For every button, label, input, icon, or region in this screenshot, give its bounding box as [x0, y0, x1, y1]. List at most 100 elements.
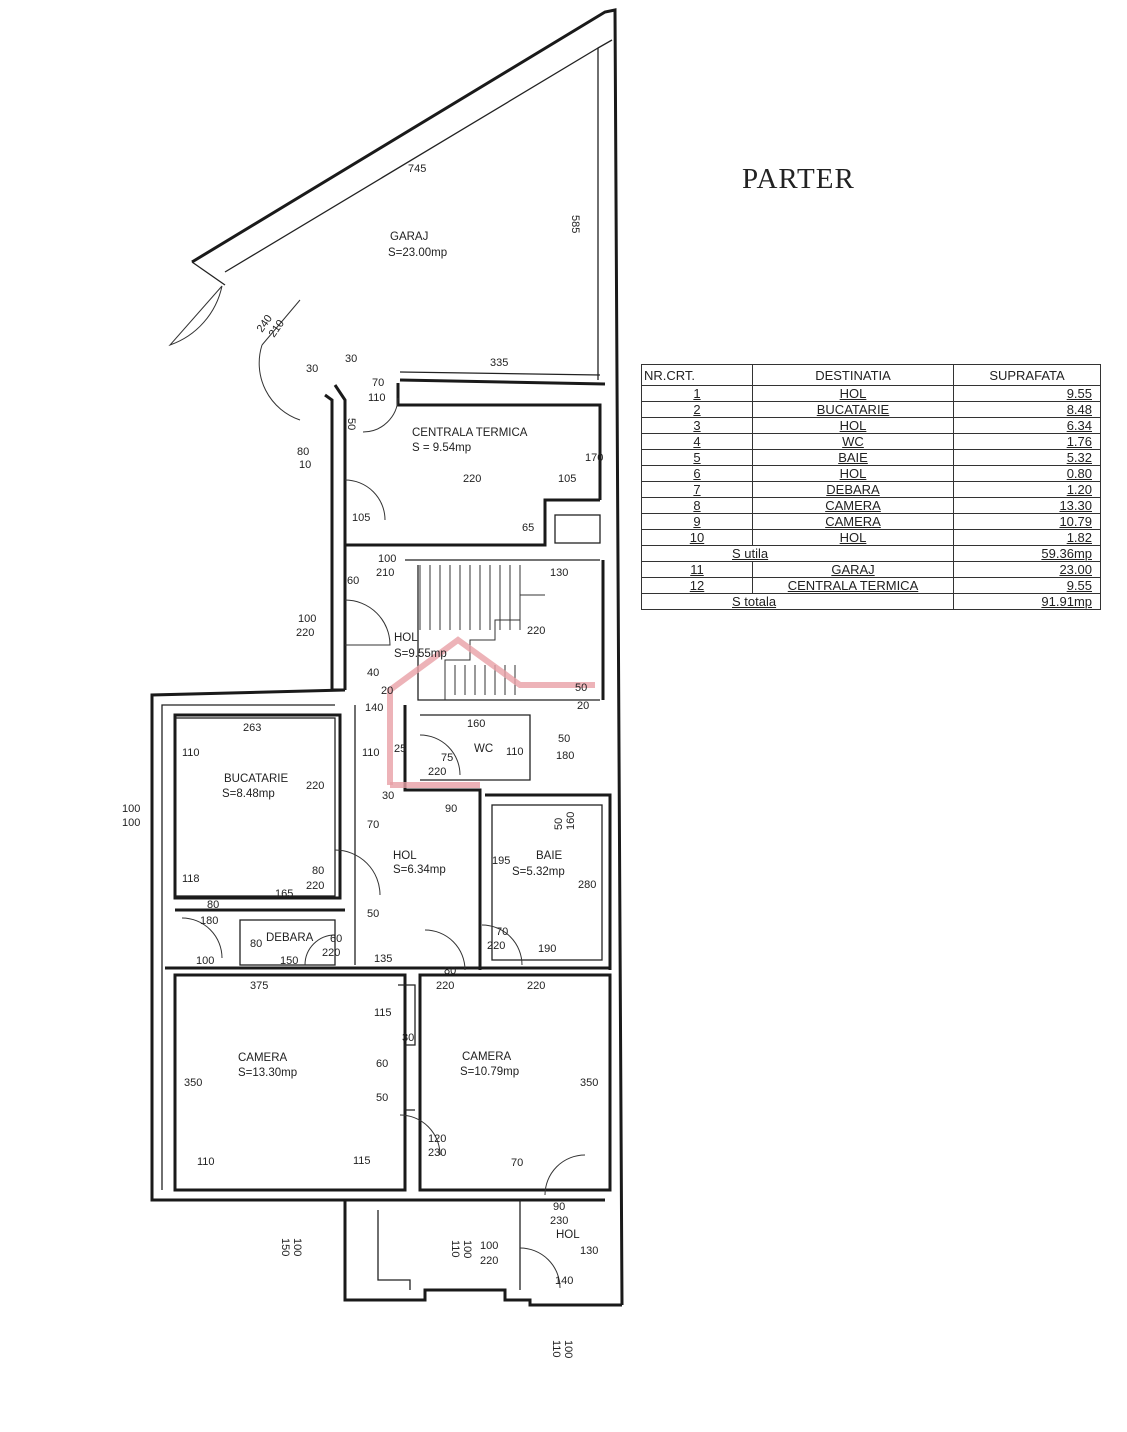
dimension-label: 160 [565, 812, 577, 830]
row-suprafata: 1.82 [953, 529, 1101, 546]
dimension-label: 50 [558, 733, 570, 745]
dimension-label: 80 [207, 899, 219, 911]
dimension-label: 30 [306, 363, 318, 375]
dimension-label: 165 [275, 888, 293, 900]
dimension-label: 70 [367, 819, 379, 831]
s-totala-label: S totala [641, 593, 954, 610]
row-destinatia: CENTRALA TERMICA [752, 577, 954, 594]
dimension-label: 110 [197, 1156, 215, 1168]
dimension-label: 65 [522, 522, 534, 534]
dimension-label: 160 [467, 718, 485, 730]
dimension-label: 130 [550, 567, 568, 579]
watermark-house-icon [387, 636, 595, 785]
dimension-label: 100 [122, 803, 140, 815]
s-utila-label: S utila [641, 545, 954, 562]
row-suprafata: 6.34 [953, 417, 1101, 434]
dimension-label: 80 [297, 446, 309, 458]
row-destinatia: HOL [752, 529, 954, 546]
dimension-label: 220 [527, 625, 545, 637]
dimension-label: 150 [280, 955, 298, 967]
dimension-label: 50 [575, 682, 587, 694]
table-row-s-totala: S totala 91.91mp [641, 593, 1101, 610]
dimension-label: 70 [511, 1157, 523, 1169]
room-baie-name: BAIE [536, 850, 563, 862]
room-debara-name: DEBARA [266, 932, 314, 944]
floor-title: PARTER [742, 163, 855, 195]
row-destinatia: HOL [752, 465, 954, 482]
dimension-label: 100 [378, 553, 396, 565]
dimension-label: 90 [553, 1201, 565, 1213]
dimension-label: 80 [444, 965, 456, 977]
dimension-label: 220 [463, 473, 481, 485]
room-bucatarie-area: S=8.48mp [222, 788, 275, 800]
dimension-label: 585 [569, 215, 581, 233]
row-suprafata: 8.48 [953, 401, 1101, 418]
dimension-label: 110 [550, 1340, 562, 1358]
dimension-label: 263 [243, 722, 261, 734]
dimension-label: 100 [562, 1340, 574, 1358]
room-baie-area: S=5.32mp [512, 866, 565, 878]
floor-plan: GARAJ S=23.00mp CENTRALA TERMICA S = 9.5… [122, 8, 624, 1358]
row-destinatia: CAMERA [752, 513, 954, 530]
dimension-label: 25 [394, 743, 406, 755]
row-nr: 9 [641, 513, 753, 530]
dimension-label: 50 [553, 818, 565, 830]
dimension-label: 110 [506, 746, 524, 758]
dimension-label: 140 [365, 702, 383, 714]
dimension-label: 30 [382, 790, 394, 802]
row-nr: 10 [641, 529, 753, 546]
room-hol3-name: HOL [393, 850, 417, 862]
room-wc-name: WC [474, 743, 493, 755]
room-camera2-name: CAMERA [462, 1051, 512, 1063]
row-suprafata: 13.30 [953, 497, 1101, 514]
row-suprafata: 9.55 [953, 385, 1101, 402]
row-suprafata: 9.55 [953, 577, 1101, 594]
dimension-label: 230 [428, 1147, 446, 1159]
dimension-label: 375 [250, 980, 268, 992]
dimension-label: 280 [578, 879, 596, 891]
dimension-label: 140 [555, 1275, 573, 1287]
room-camera1-name: CAMERA [238, 1052, 288, 1064]
dimension-label: 50 [376, 1092, 388, 1104]
row-destinatia: CAMERA [752, 497, 954, 514]
dimension-label: 190 [538, 943, 556, 955]
dimension-label: 180 [200, 915, 218, 927]
dimension-label: 150 [279, 1238, 291, 1256]
row-destinatia: DEBARA [752, 481, 954, 498]
dimension-label: 80 [250, 938, 262, 950]
dimension-label: 110 [182, 747, 200, 759]
s-totala-value: 91.91mp [953, 593, 1101, 610]
dimension-label: 60 [376, 1058, 388, 1070]
dimension-label: 60 [330, 933, 342, 945]
row-suprafata: 10.79 [953, 513, 1101, 530]
dimension-label: 210 [376, 567, 394, 579]
dimension-label: 130 [580, 1245, 598, 1257]
dimension-label: 220 [306, 780, 324, 792]
room-centrala-name: CENTRALA TERMICA [412, 427, 528, 439]
dimension-label: 110 [368, 392, 386, 404]
header-destinatia: DESTINATIA [752, 364, 954, 386]
room-hol1-name: HOL [394, 632, 418, 644]
dimension-label: 220 [436, 980, 454, 992]
dimension-label: 118 [182, 873, 200, 885]
room-bucatarie-name: BUCATARIE [224, 773, 288, 785]
central-walls [324, 383, 605, 701]
dimension-label: 10 [299, 459, 311, 471]
room-garaj-name: GARAJ [390, 231, 428, 243]
room-camera2-area: S=10.79mp [460, 1066, 519, 1078]
row-nr: 1 [641, 385, 753, 402]
row-destinatia: HOL [752, 417, 954, 434]
row-destinatia: BUCATARIE [752, 401, 954, 418]
header-suprafata: SUPRAFATA [953, 364, 1101, 386]
row-destinatia: GARAJ [752, 561, 954, 578]
row-suprafata: 5.32 [953, 449, 1101, 466]
garage-walls [168, 8, 624, 1306]
dimension-label: 220 [296, 627, 314, 639]
dimension-label: 100 [461, 1240, 473, 1258]
dimension-label: 180 [556, 750, 574, 762]
row-nr: 11 [641, 561, 753, 578]
